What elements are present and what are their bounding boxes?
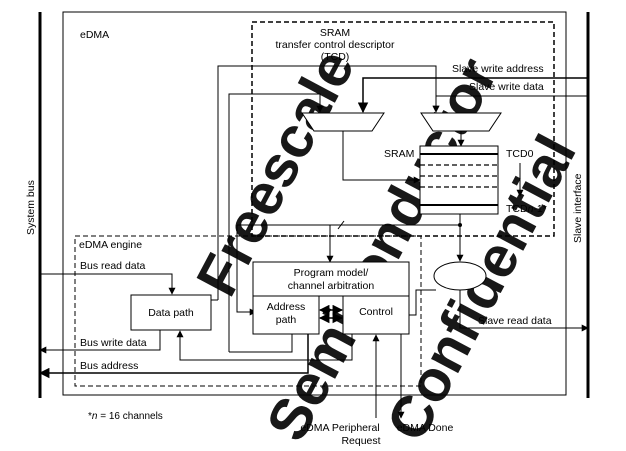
address-path-label-2: path: [276, 314, 297, 326]
edma-done-label: eDMA Done: [397, 422, 454, 434]
tcdn-prefix: TCD: [506, 203, 528, 215]
peripheral-request-label-2: Request: [341, 435, 380, 447]
program-model-label-1: Program model/: [294, 267, 369, 279]
sram-tcd-title-1: SRAM: [320, 27, 350, 39]
tcdn-suffix: -1*: [533, 203, 546, 215]
data-path-label: Data path: [148, 307, 194, 319]
address-path-label-1: Address: [267, 301, 306, 313]
bus-address-label: Bus address: [80, 360, 138, 372]
control-to-data-path: [176, 330, 353, 361]
slave-write-data-label: Slave write data: [469, 81, 544, 93]
slave-read-data-label: Slave read data: [478, 315, 552, 327]
sram-stack: [419, 145, 499, 215]
bus-address-line: [38, 334, 309, 379]
data-path-block[interactable]: [130, 294, 212, 331]
edma-engine-region: [74, 235, 422, 387]
edma-outer-box: [62, 11, 567, 396]
bus-slash-mark: [337, 220, 345, 230]
control-block[interactable]: [342, 295, 410, 335]
program-model-label-2: channel arbitration: [288, 280, 375, 292]
watermark: Freescale Semiconductor Confidential: [184, 39, 589, 451]
mux-right: [420, 112, 502, 132]
mux-left-output: [342, 131, 421, 184]
edma-title: eDMA: [80, 29, 109, 41]
footnote-rest: = 16 channels: [97, 411, 162, 422]
bus-read-data-line: [40, 273, 176, 295]
system-bus-label: System bus: [25, 180, 37, 235]
slave-write-address-label: Slave write address: [452, 63, 544, 75]
bus-read-data-label: Bus read data: [80, 260, 146, 272]
control-label: Control: [359, 306, 393, 318]
tcdn-label: TCDn-1*: [506, 203, 547, 215]
mux-left: [301, 112, 385, 132]
sram-tcd-title-2: transfer control descriptor: [275, 39, 395, 51]
slave-interface-label: Slave interface: [572, 173, 584, 243]
footnote: *n = 16 channels: [88, 411, 163, 422]
mux-feed-line-a: [228, 93, 324, 352]
bus-to-address-path: [236, 225, 257, 316]
tcdn-italic: n: [528, 203, 534, 215]
address-path-feedback: [229, 334, 293, 353]
footnote-star: *: [88, 411, 92, 422]
footnote-n: n: [92, 411, 98, 422]
control-to-read-mux: [409, 289, 436, 316]
slave-read-data-line: [459, 290, 589, 332]
tcd0-label: TCD0: [506, 148, 534, 160]
program-model-block[interactable]: [252, 261, 410, 297]
mux-feed-line-b: [217, 65, 440, 300]
slave-write-address-line: [357, 77, 588, 114]
sram-label: SRAM: [384, 148, 414, 160]
bus-junction: [458, 223, 462, 227]
sram-tcd-title-3: (TCD): [321, 51, 350, 63]
bus-write-data-line: [39, 330, 161, 354]
address-path-block[interactable]: [252, 295, 320, 335]
bus-write-data-label: Bus write data: [80, 337, 147, 349]
edma-engine-title: eDMA engine: [79, 239, 142, 251]
read-data-mux: [433, 261, 487, 291]
peripheral-request-label-1: eDMA Peripheral: [300, 422, 379, 434]
